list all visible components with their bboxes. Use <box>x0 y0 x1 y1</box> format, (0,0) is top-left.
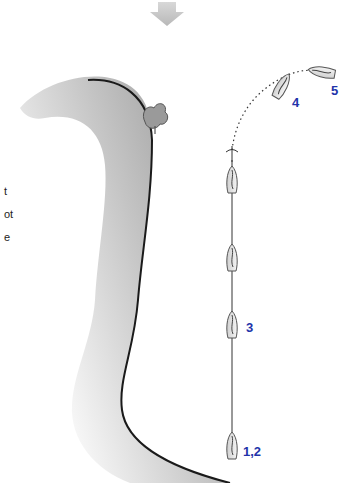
boat <box>227 166 237 193</box>
boat <box>227 244 237 271</box>
cut-off-text: e <box>4 232 10 243</box>
mark-symbol <box>226 146 238 162</box>
callout-number: 4 <box>292 96 299 109</box>
course-line <box>232 160 233 432</box>
cut-off-text: ot <box>4 209 13 220</box>
tree-symbol <box>143 104 167 134</box>
tack-path <box>232 70 320 150</box>
cut-off-text: t <box>4 186 7 197</box>
boat <box>271 71 294 100</box>
boat <box>227 432 237 459</box>
shoreline <box>20 77 230 483</box>
wind-arrow <box>150 2 184 26</box>
callout-number: 5 <box>331 84 338 97</box>
boat <box>307 64 335 79</box>
shore-edge <box>88 80 230 483</box>
callout-number: 3 <box>246 321 253 334</box>
callout-number: 1,2 <box>243 445 261 458</box>
boat <box>227 311 237 338</box>
